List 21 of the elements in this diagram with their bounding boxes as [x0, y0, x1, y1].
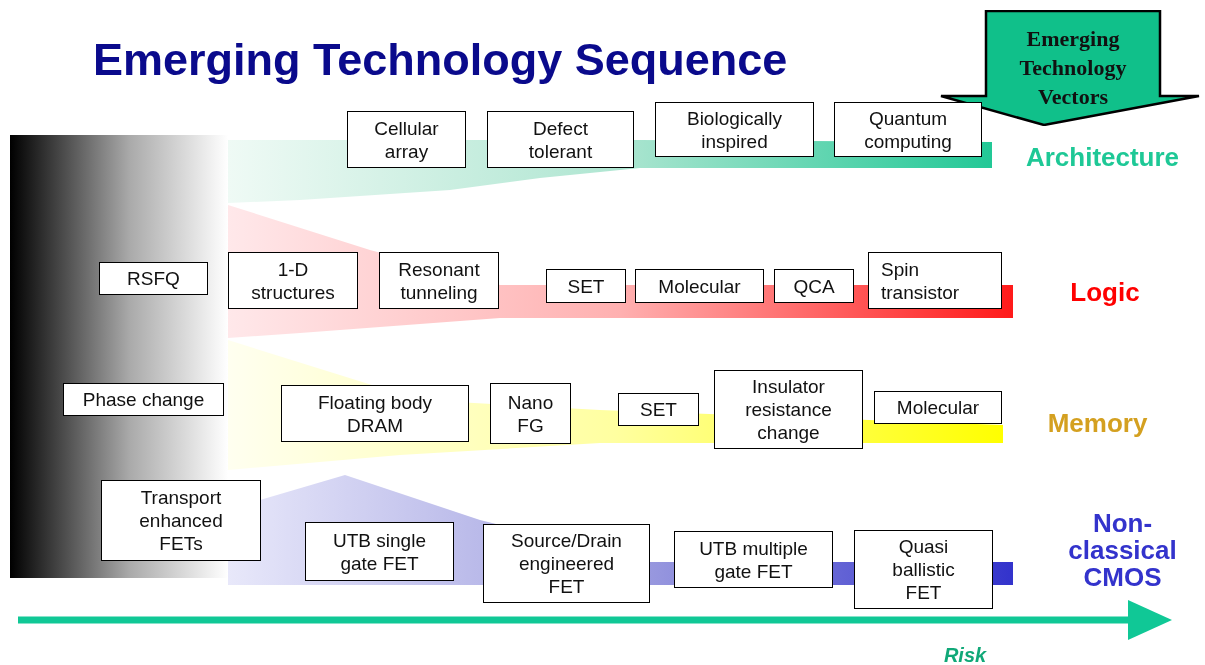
technology-box: Spin transistor [868, 252, 1002, 309]
technology-box: UTB multiple gate FET [674, 531, 833, 588]
technology-box: Insulator resistance change [714, 370, 863, 449]
technology-box: Cellular array [347, 111, 466, 168]
arrow-label: Emerging Technology Vectors [1018, 25, 1128, 111]
technology-box: Quantum computing [834, 102, 982, 157]
technology-box: Defect tolerant [487, 111, 634, 168]
category-label: Architecture [1024, 144, 1181, 171]
technology-box: RSFQ [99, 262, 208, 295]
category-label: Memory [1046, 410, 1149, 437]
technology-box: Transport enhanced FETs [101, 480, 261, 561]
category-label: Non-classical CMOS [1067, 510, 1178, 591]
technology-box: SET [618, 393, 699, 426]
technology-box: Quasi ballistic FET [854, 530, 993, 609]
category-label: Logic [1069, 279, 1141, 306]
title: Emerging Technology Sequence [93, 34, 788, 86]
technology-box: Biologically inspired [655, 102, 814, 157]
technology-box: Source/Drain engineered FET [483, 524, 650, 603]
axis-label: Risk [942, 643, 988, 665]
technology-box: Phase change [63, 383, 224, 416]
technology-box: Molecular [874, 391, 1002, 424]
